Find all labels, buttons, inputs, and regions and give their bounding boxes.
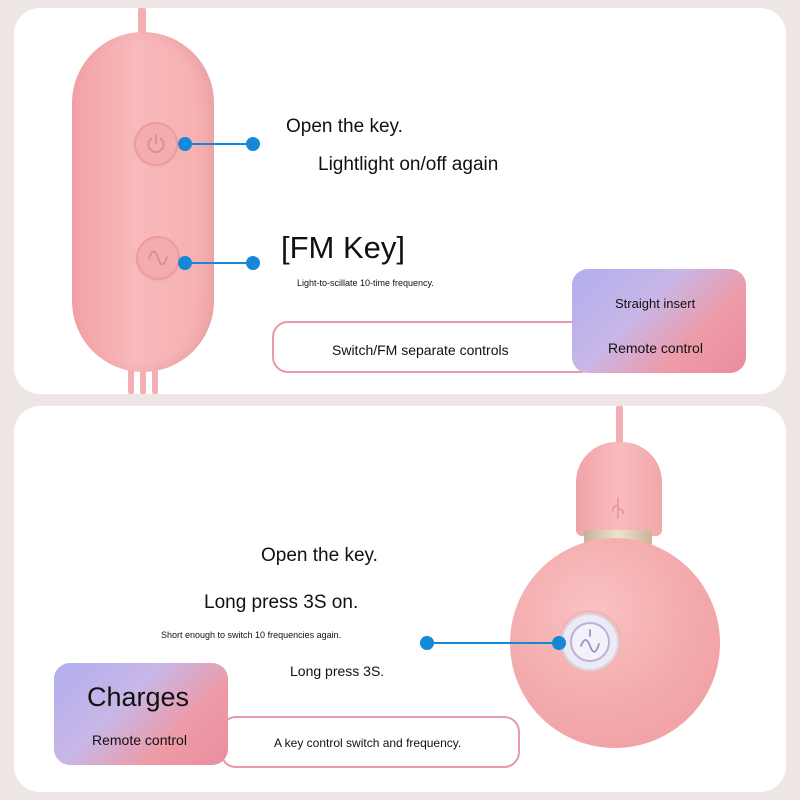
feature-outline-pill	[272, 321, 596, 373]
power-button[interactable]	[134, 122, 178, 166]
power-icon	[147, 134, 165, 153]
fm-key-description: Light-to-scillate 10-time frequency.	[297, 278, 434, 288]
egg-long-press-on: Long press 3S on.	[204, 592, 359, 613]
charges-gradient-badge	[54, 663, 228, 765]
remote-cable-bottom-b	[140, 364, 146, 394]
usb-icon	[612, 497, 624, 519]
charges-title: Charges	[87, 682, 190, 712]
power-key-description: Lightlight on/off again	[318, 154, 499, 175]
egg-key-title: Open the key.	[261, 545, 378, 566]
callout-dot-power-end	[246, 137, 260, 151]
remote-cable-bottom-c	[152, 364, 158, 394]
egg-long-press-off: Long press 3S.	[290, 663, 385, 679]
callout-dot-fm-end	[246, 256, 260, 270]
power-wave-icon	[580, 629, 600, 653]
wave-icon	[148, 250, 168, 266]
fm-key-title: [FM Key]	[281, 230, 406, 265]
charger-cap	[576, 442, 662, 536]
remote-cable-bottom-a	[128, 364, 134, 394]
callout-line-power	[185, 143, 253, 145]
badge-line-2: Remote control	[608, 340, 703, 356]
callout-line-fm	[185, 262, 253, 264]
callout-dot-egg-end	[552, 636, 566, 650]
top-feature-panel: Open the key. Lightlight on/off again [F…	[14, 8, 786, 394]
egg-outline-pill	[220, 716, 520, 768]
egg-short-press-description: Short enough to switch 10 frequencies ag…	[161, 630, 342, 640]
feature-outline-label: Switch/FM separate controls	[332, 342, 509, 358]
remote-control-device	[72, 32, 214, 372]
badge-line-1: Straight insert	[615, 296, 696, 311]
remote-cable-top	[138, 8, 146, 36]
fm-button[interactable]	[136, 236, 180, 280]
charges-subtitle: Remote control	[92, 732, 187, 748]
egg-control-button[interactable]	[561, 613, 619, 671]
egg-button-face	[570, 622, 610, 662]
callout-line-egg	[427, 642, 563, 644]
power-key-title: Open the key.	[286, 116, 403, 137]
charger-cable	[616, 406, 623, 446]
egg-outline-label: A key control switch and frequency.	[274, 736, 462, 750]
bottom-feature-panel: Open the key. Long press 3S on. Short en…	[14, 406, 786, 792]
feature-gradient-badge	[572, 269, 746, 373]
